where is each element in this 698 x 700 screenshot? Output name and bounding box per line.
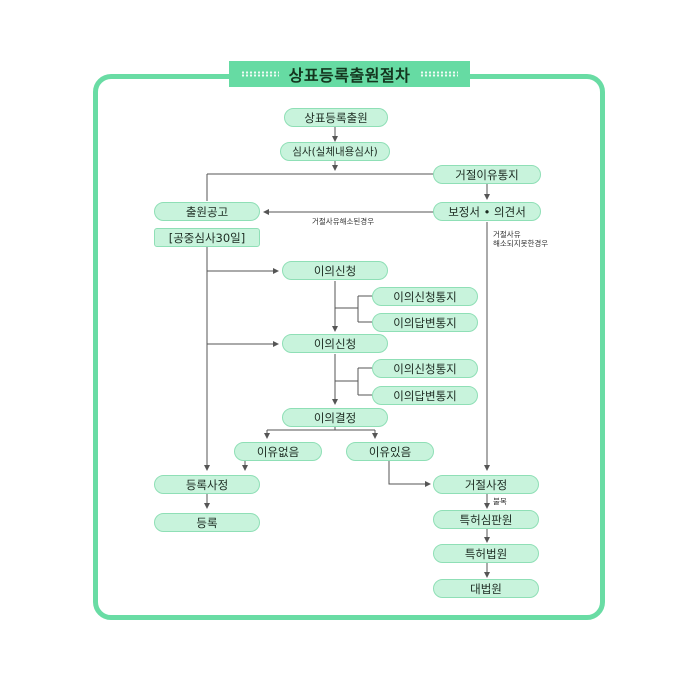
node-opposition-2: 이의신청	[282, 334, 388, 353]
diagram-title-banner: 상표등록출원절차	[229, 61, 470, 87]
node-grounds: 이유있음	[346, 442, 434, 461]
node-answer-notice-2: 이의답변통지	[372, 386, 478, 405]
node-answer-notice-1: 이의답변통지	[372, 313, 478, 332]
edge-grounds-rejection	[388, 461, 431, 487]
node-rejection-notice: 거절이유통지	[433, 165, 541, 184]
node-patent-court: 특허법원	[433, 544, 539, 563]
node-opposition-notice-1: 이의신청통지	[372, 287, 478, 306]
node-opposition-notice-2: 이의신청통지	[372, 359, 478, 378]
node-publication: 출원공고	[154, 202, 260, 221]
node-rejection-decision: 거절사정	[433, 475, 539, 494]
note-not-resolved-line1: 거절사유	[493, 230, 521, 239]
note-not-resolved-line2: 해소되지못한경우	[493, 239, 549, 248]
node-registration: 등록	[154, 513, 260, 532]
node-no-grounds: 이유없음	[234, 442, 322, 461]
node-amendment: 보정서 • 의견서	[433, 202, 541, 221]
note-appeal: 불복	[493, 497, 507, 506]
diagram-title: 상표등록출원절차	[288, 66, 411, 85]
node-patent-trial: 특허심판원	[433, 510, 539, 529]
node-examination: 심사(실체내용심사)	[280, 142, 390, 161]
note-resolved: 거절사유해소된경우	[312, 217, 375, 226]
node-application: 상표등록출원	[284, 108, 388, 127]
node-registration-decision: 등록사정	[154, 475, 260, 494]
dot-pattern-left	[240, 71, 279, 77]
node-opposition-1: 이의신청	[282, 261, 388, 280]
dot-pattern-right	[420, 71, 459, 77]
node-opposition-decision: 이의결정	[282, 408, 388, 427]
node-publication-period: [공중심사30일]	[154, 228, 260, 247]
node-supreme-court: 대법원	[433, 579, 539, 598]
